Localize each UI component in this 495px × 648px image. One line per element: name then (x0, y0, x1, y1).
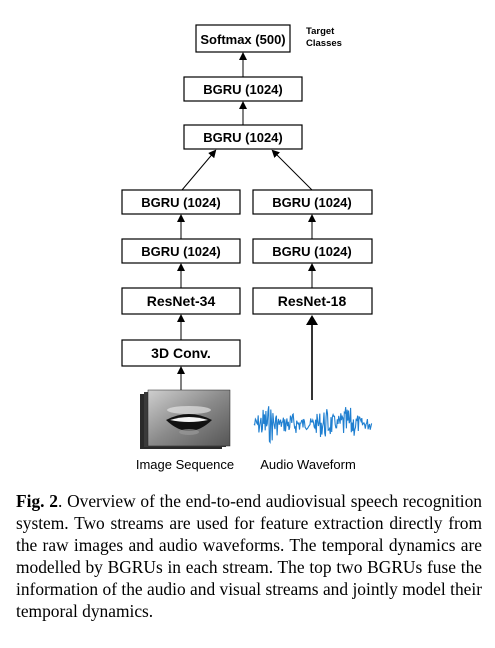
svg-text:BGRU (1024): BGRU (1024) (141, 244, 220, 259)
right-bgru-1: BGRU (1024) (252, 238, 373, 264)
left-bgru-1: BGRU (1024) (121, 238, 241, 264)
target-classes-label-2: Classes (306, 38, 342, 49)
svg-text:BGRU (1024): BGRU (1024) (272, 244, 351, 259)
target-classes-label: Target (306, 26, 335, 37)
caption-prefix: Fig. 2 (16, 491, 58, 511)
arrow-right-to-fusion (271, 149, 313, 191)
left-3d-conv: 3D Conv. (121, 339, 241, 367)
svg-text:3D Conv.: 3D Conv. (151, 345, 211, 361)
left-resnet-34: ResNet-34 (121, 287, 241, 315)
svg-text:ResNet-34: ResNet-34 (147, 293, 216, 309)
svg-text:ResNet-18: ResNet-18 (278, 293, 347, 309)
svg-text:BGRU (1024): BGRU (1024) (203, 130, 282, 145)
architecture-diagram: Softmax (500) Target Classes BGRU (1024)… (121, 24, 373, 472)
svg-text:BGRU (1024): BGRU (1024) (203, 82, 282, 97)
image-sequence-label: Image Sequence (136, 457, 234, 472)
svg-text:Softmax (500): Softmax (500) (200, 32, 285, 47)
softmax-layer: Softmax (500) (195, 24, 291, 53)
left-bgru-2: BGRU (1024) (121, 189, 241, 215)
audio-waveform (253, 406, 373, 444)
fusion-bgru-bottom: BGRU (1024) (183, 124, 303, 150)
caption-text: . Overview of the end-to-end audiovisual… (16, 491, 482, 621)
svg-text:BGRU (1024): BGRU (1024) (272, 195, 351, 210)
arrow-left-to-fusion (181, 149, 217, 191)
right-bgru-2: BGRU (1024) (252, 189, 373, 215)
svg-text:BGRU (1024): BGRU (1024) (141, 195, 220, 210)
figure-caption: Fig. 2. Overview of the end-to-end audio… (16, 490, 482, 622)
image-sequence-frames (140, 389, 231, 449)
fusion-bgru-top: BGRU (1024) (183, 76, 303, 102)
audio-waveform-label: Audio Waveform (260, 457, 356, 472)
right-resnet-18: ResNet-18 (252, 287, 373, 315)
